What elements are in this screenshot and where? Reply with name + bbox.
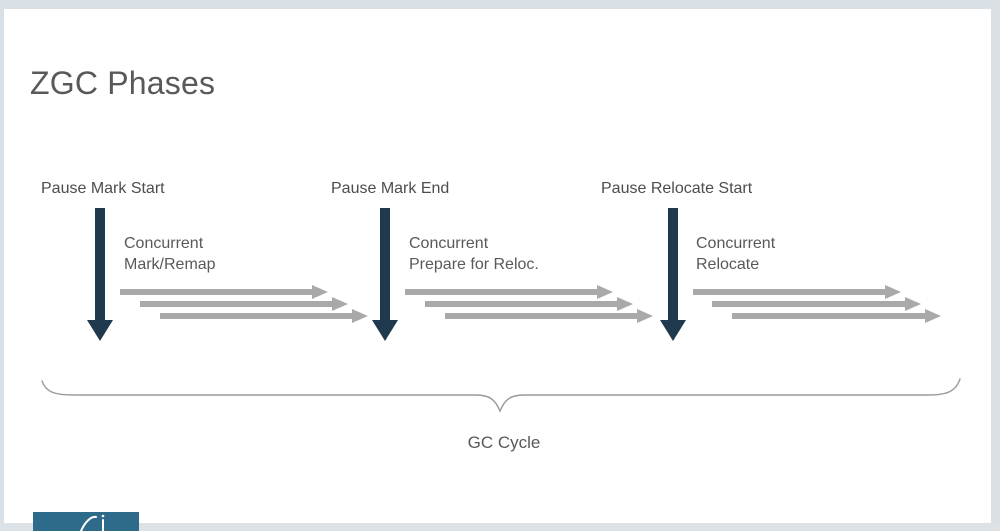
pause-mark-start-label: Pause Mark Start (41, 180, 165, 197)
concurrent-label-line2: Relocate (696, 256, 760, 273)
concurrent-label-line1: Concurrent (696, 235, 776, 252)
gc-cycle-brace (41, 378, 961, 413)
concurrent-label-line1: Concurrent (409, 235, 489, 252)
down-arrow-icon (660, 208, 686, 341)
right-arrow-icon (693, 285, 941, 323)
zgc-phase-diagram (41, 208, 961, 413)
concurrent-label-line1: Concurrent (124, 235, 204, 252)
slide-canvas: ZGC Phases Pause Mark Start Pause Mark E… (4, 9, 991, 523)
slide-bottom-strip (0, 523, 1000, 531)
concurrent-mark-remap-label: Concurrent Mark/Remap (124, 233, 216, 275)
right-arrow-icon (120, 285, 368, 323)
down-arrow-icon (87, 208, 113, 341)
concurrent-label-line2: Mark/Remap (124, 256, 216, 273)
right-arrow-icon (405, 285, 653, 323)
pause-relocate-start-label: Pause Relocate Start (601, 180, 753, 197)
concurrent-relocate-label: Concurrent Relocate (696, 233, 775, 275)
down-arrow-icon (372, 208, 398, 341)
concurrent-prepare-reloc-label: Concurrent Prepare for Reloc. (409, 233, 539, 275)
concurrent-label-line2: Prepare for Reloc. (409, 256, 539, 273)
slide-title: ZGC Phases (30, 65, 216, 101)
pause-mark-end-label: Pause Mark End (331, 180, 450, 197)
logo (33, 512, 139, 531)
script-flourish-icon (80, 514, 105, 531)
gc-cycle-label: GC Cycle (467, 433, 541, 452)
